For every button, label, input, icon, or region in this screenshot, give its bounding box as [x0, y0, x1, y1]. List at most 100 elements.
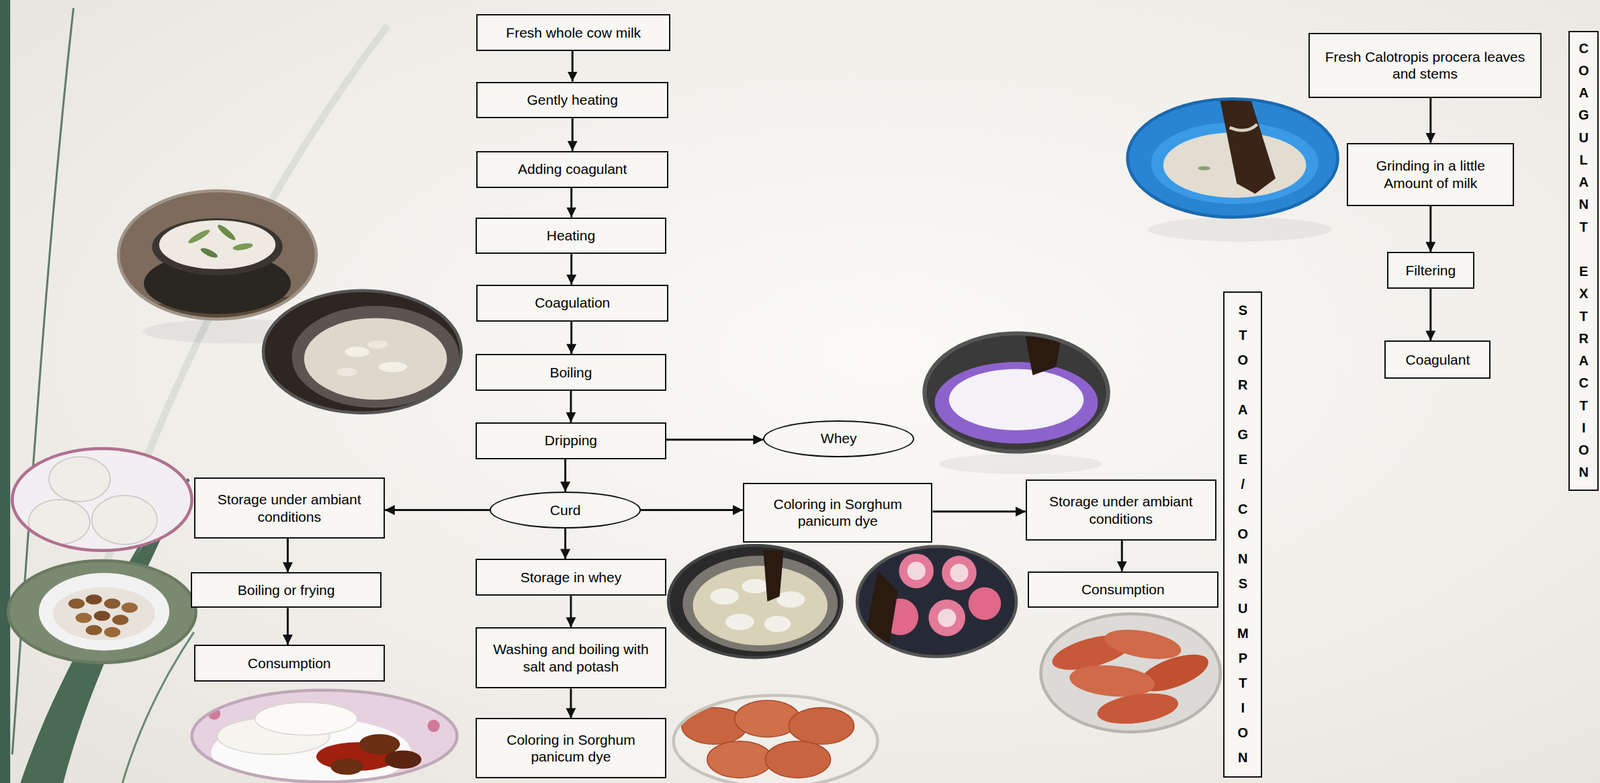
stacked-letter: L [1569, 149, 1598, 172]
photo-red-fried-part-part [1095, 689, 1181, 729]
stacked-letter: T [1569, 305, 1598, 328]
photo-curd-pot-part-part [367, 340, 388, 349]
photo-red-fried-part-part [1038, 611, 1222, 735]
flow-arrow [564, 528, 567, 560]
photo-grinding-bowl [1122, 96, 1343, 219]
process-box: Coloring in Sorghum panicum dye [742, 482, 933, 544]
photo-pink-discs-part [855, 544, 1019, 659]
photo-curd-pot-part-part [259, 285, 465, 418]
photo-fried-discs-part-part [788, 707, 854, 745]
section-label: STORAGE/CONSUMPTION [1224, 298, 1261, 771]
photo-dripping-plate-part [924, 333, 1108, 452]
photo-heating-pot-part-part [112, 183, 327, 327]
photo-curd-pot-part-part [336, 368, 357, 377]
flow-arrow [570, 321, 573, 355]
photo-heating-pot [112, 183, 327, 327]
process-box: Storage in whey [475, 558, 667, 596]
photo-whey-pot-part [662, 542, 847, 661]
process-box: Coloring in Sorghum panicum dye [475, 718, 667, 779]
photo-white-discs-part [10, 446, 194, 554]
photo-fried-pieces-part-part [85, 625, 103, 636]
step-label: Boiling [549, 364, 592, 382]
flow-arrow [571, 118, 574, 152]
section-band: COAGULANT EXTRACTION [1568, 30, 1600, 492]
flow-arrow [570, 188, 573, 218]
decor-curves-part [0, 0, 11, 783]
photo-heating-pot-part [112, 183, 327, 327]
photo-whey-pot-part-part [662, 542, 847, 661]
step-label: Dripping [544, 431, 598, 450]
photo-red-fried-part [1038, 611, 1222, 735]
photo-fried-pieces-part-part [85, 594, 103, 605]
process-box: Consumption [1027, 571, 1219, 609]
photo-fried-pieces-part-part [68, 598, 85, 609]
step-label: Storage under ambiant conditions [206, 491, 373, 526]
photo-red-fried-part-part [1102, 624, 1184, 665]
process-box: Storage under ambiant conditions [194, 477, 385, 539]
photo-meal-plate-part-part [359, 734, 401, 755]
step-label: Storage under ambiant conditions [1037, 493, 1205, 528]
stacked-letter: T [1224, 323, 1261, 348]
stacked-letter: O [1224, 347, 1261, 373]
step-label: Gently heating [527, 91, 618, 109]
step-label: Grinding in a little Amount of milk [1358, 157, 1502, 192]
process-box: Gently heating [476, 81, 669, 119]
photo-meal-plate-part [192, 690, 458, 783]
stacked-letter: O [1224, 720, 1261, 746]
step-label: Fresh whole cow milk [505, 24, 641, 42]
stacked-letter: G [1569, 104, 1598, 127]
stacked-letter: O [1569, 439, 1598, 462]
photo-dripping-plate-part-part [1025, 336, 1062, 376]
photo-meal-plate-part-part [384, 750, 422, 769]
photo-pink-discs-part-part [968, 587, 1002, 621]
step-label: Whey [820, 429, 858, 448]
process-box: Fresh Calotropis procera leaves and stem… [1308, 32, 1543, 99]
photo-dripping-plate-part [922, 331, 1111, 454]
shadows-part [939, 454, 1103, 475]
step-label: Filtering [1405, 261, 1456, 280]
process-box: Coagulant [1384, 340, 1491, 379]
photo-whey-pot-part-part [764, 615, 791, 633]
process-box: Heating [475, 217, 667, 255]
photo-curd-pot-part-part [304, 318, 448, 400]
step-label: Consumption [247, 654, 332, 673]
stacked-letter: U [1569, 126, 1598, 150]
photo-dripping-plate-part-part [935, 362, 1099, 444]
stacked-letter: T [1569, 394, 1598, 418]
shadows [143, 216, 1332, 475]
photo-curd-pot-part-part [344, 346, 369, 357]
photo-grinding-bowl-part-part [1229, 124, 1258, 131]
step-label: Coloring in Sorghum panicum dye [487, 731, 655, 766]
photo-fried-pieces-part [8, 560, 197, 663]
photo-fried-discs-part-part [765, 741, 831, 779]
process-box: Grinding in a little Amount of milk [1346, 143, 1515, 207]
stacked-letter: R [1224, 372, 1261, 398]
step-label: Coloring in Sorghum panicum dye [754, 495, 921, 530]
flow-arrow [570, 253, 573, 285]
photo-fried-pieces-part [6, 558, 201, 666]
photo-fried-pieces [6, 558, 201, 666]
stacked-letter: N [1224, 745, 1261, 771]
photo-pink-discs [855, 544, 1019, 659]
photo-white-discs-part [12, 448, 192, 551]
product-ellipse: Curd [489, 491, 641, 529]
process-box: Washing and boiling with salt and potash [475, 627, 667, 689]
photo-heating-pot-part-part [186, 227, 211, 246]
stacked-letter: C [1569, 37, 1598, 60]
stacked-letter: G [1224, 422, 1261, 448]
photo-fried-pieces-part-part [38, 572, 170, 651]
step-label: Washing and boiling with salt and potash [487, 640, 655, 676]
photo-heating-pot-part-part [216, 223, 238, 242]
flow-arrow [569, 688, 572, 719]
photo-fried-pieces-part-part [121, 602, 138, 613]
photo-whey-pot [662, 542, 847, 661]
stacked-letter: X [1569, 282, 1598, 305]
stacked-letter: P [1224, 646, 1261, 672]
flow-arrow [569, 595, 572, 628]
photo-white-discs-part-part [28, 499, 91, 545]
stacked-letter: U [1224, 596, 1261, 622]
flow-arrow [1429, 206, 1432, 252]
stacked-letter: N [1224, 546, 1261, 572]
